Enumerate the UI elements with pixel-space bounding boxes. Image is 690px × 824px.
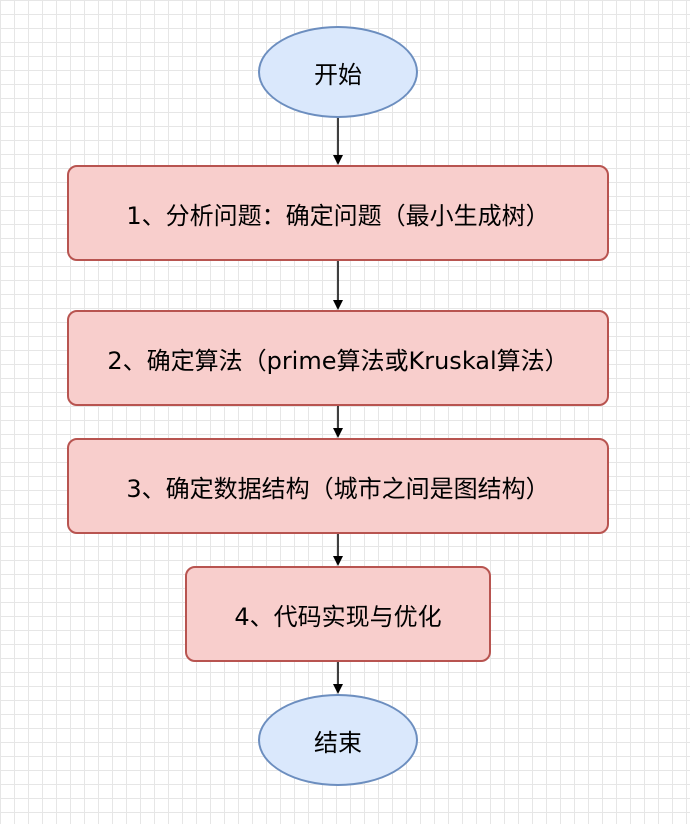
step-4-box: 4、代码实现与优化 [185, 566, 491, 662]
step-2-label: 2、确定算法（prime算法或Kruskal算法） [107, 346, 569, 375]
end-node: 结束 [258, 694, 418, 786]
step-1-box: 1、分析问题：确定问题（最小生成树） [67, 165, 609, 261]
start-label: 开始 [314, 60, 362, 89]
step-4-label: 4、代码实现与优化 [234, 602, 442, 631]
end-label: 结束 [314, 728, 362, 757]
step-1-label: 1、分析问题：确定问题（最小生成树） [126, 201, 550, 230]
step-3-label: 3、确定数据结构（城市之间是图结构） [126, 474, 550, 503]
step-2-box: 2、确定算法（prime算法或Kruskal算法） [67, 310, 609, 406]
step-3-box: 3、确定数据结构（城市之间是图结构） [67, 438, 609, 534]
start-node: 开始 [258, 26, 418, 118]
